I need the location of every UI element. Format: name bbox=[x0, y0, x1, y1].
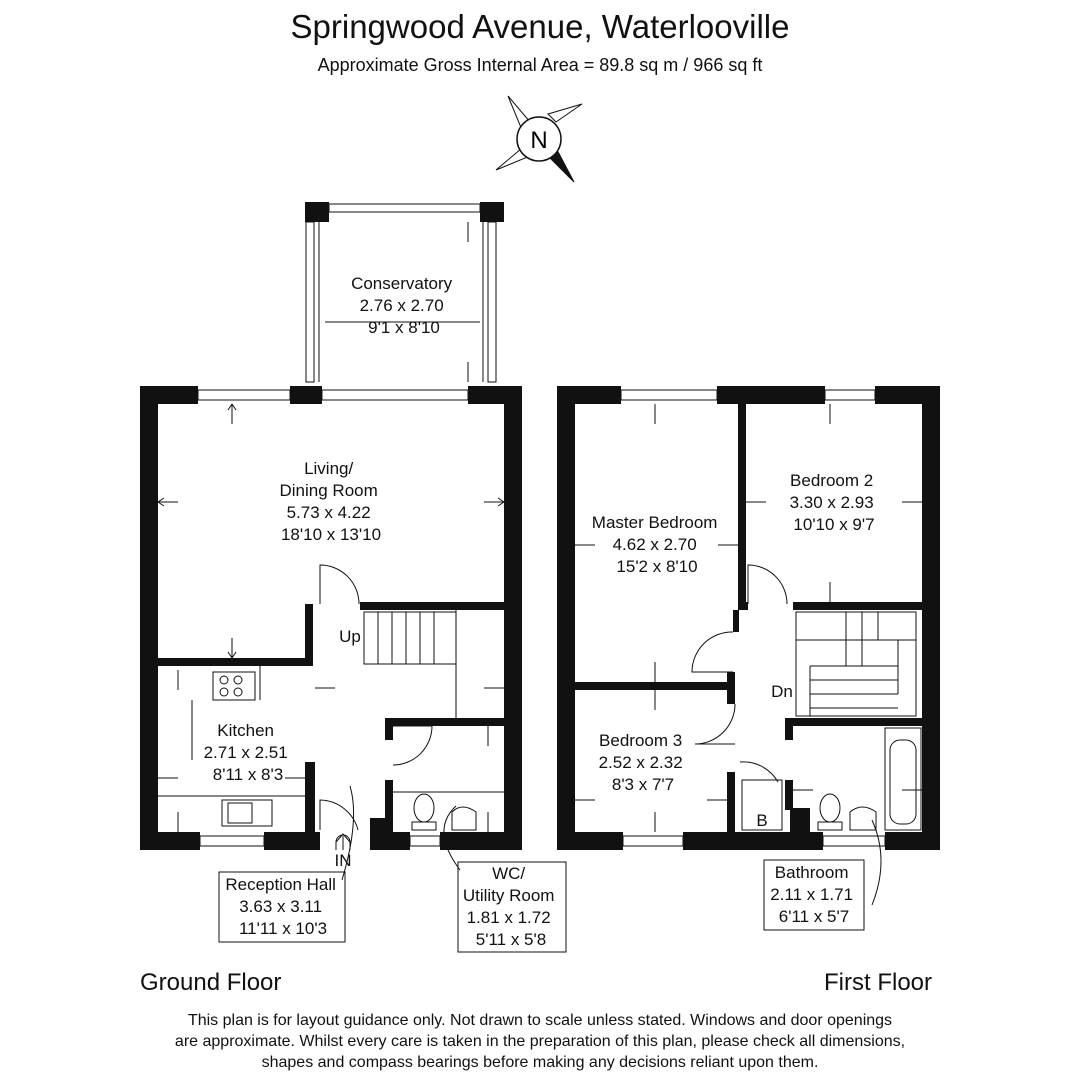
plan-title: Springwood Avenue, Waterlooville bbox=[290, 8, 790, 45]
ground-floor-plan bbox=[140, 202, 522, 881]
stairs-down-label: Dn bbox=[771, 682, 793, 701]
ground-floor-label: Ground Floor bbox=[140, 969, 282, 996]
bathroom-callout-box bbox=[763, 859, 865, 931]
bathroom-label: Bathroom 2.11 x 1.71 6'11 x 5'7 bbox=[770, 863, 858, 926]
first-floor-plan bbox=[557, 386, 940, 906]
conservatory-label: Conservatory 2.76 x 2.70 9'1 x 8'10 bbox=[351, 274, 457, 337]
boiler-label: B bbox=[756, 811, 767, 830]
master-bedroom-label: Master Bedroom 4.62 x 2.70 15'2 x 8'10 bbox=[592, 513, 722, 576]
disclaimer: This plan is for layout guidance only. N… bbox=[0, 1010, 1080, 1073]
gross-area: Approximate Gross Internal Area = 89.8 s… bbox=[317, 55, 763, 75]
bedroom-3-label: Bedroom 3 2.52 x 2.32 8'3 x 7'7 bbox=[599, 731, 688, 794]
bedroom-2-label: Bedroom 2 3.30 x 2.93 10'10 x 9'7 bbox=[790, 471, 879, 534]
compass-icon: N bbox=[495, 95, 583, 183]
wc-callout-box bbox=[457, 861, 567, 953]
entrance-label: IN bbox=[335, 851, 352, 870]
first-floor-label: First Floor bbox=[824, 969, 932, 996]
disclaimer-line: are approximate. Whilst every care is ta… bbox=[174, 1033, 906, 1050]
disclaimer-line: This plan is for layout guidance only. N… bbox=[187, 1012, 893, 1029]
reception-hall-label: Reception Hall 3.63 x 3.11 11'11 x 10'3 bbox=[225, 875, 340, 938]
wc-utility-room-label: WC/ Utility Room 1.81 x 1.72 5'11 x 5'8 bbox=[463, 864, 559, 949]
stairs-up-label: Up bbox=[339, 627, 361, 646]
reception-hall-callout-box bbox=[218, 871, 346, 943]
compass-north-label: N bbox=[530, 127, 547, 154]
disclaimer-line: shapes and compass bearings before makin… bbox=[261, 1054, 819, 1071]
kitchen-label: Kitchen 2.71 x 2.51 8'11 x 8'3 bbox=[204, 721, 293, 784]
living-dining-room-label: Living/ Dining Room 5.73 x 4.22 18'10 x … bbox=[280, 459, 383, 544]
